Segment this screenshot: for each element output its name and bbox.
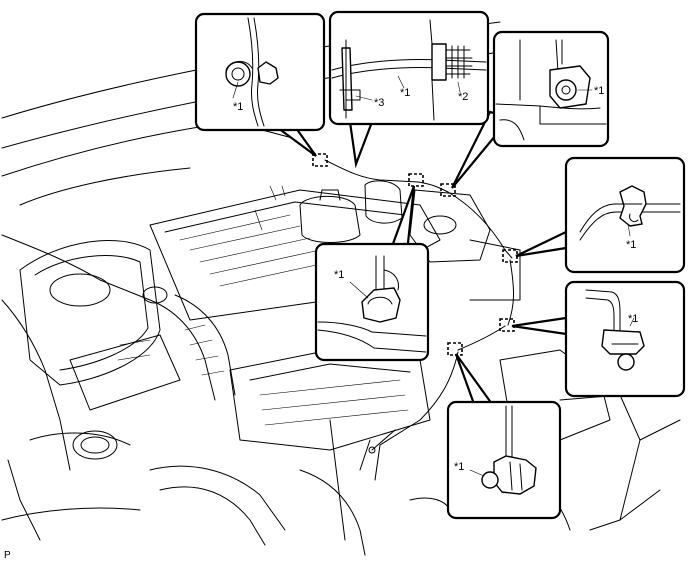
callout-middle-right: *1	[564, 156, 686, 274]
bracket-icon	[341, 47, 353, 111]
clip-ring-icon	[481, 471, 499, 489]
label-star-1: *1	[400, 87, 410, 99]
location-mark	[447, 342, 463, 356]
label-star-1: *1	[628, 313, 638, 325]
callout-center: *1	[314, 242, 430, 362]
clip-ring-icon	[617, 353, 635, 371]
clip-ring-icon	[555, 79, 577, 101]
callout-top-right: *1	[492, 30, 610, 148]
callout-bottom: *1	[446, 400, 562, 520]
location-mark	[312, 153, 328, 167]
callout-top-center: *1 *2 *3	[328, 10, 490, 126]
connector-bottom	[454, 353, 495, 406]
callout-top-left: *1	[194, 12, 326, 132]
location-mark	[440, 183, 456, 197]
clamp-icon	[257, 61, 279, 85]
clip-icon	[361, 287, 401, 323]
connector-lower-right	[511, 316, 568, 336]
label-star-1: *1	[454, 461, 464, 473]
grommet-icon	[431, 43, 473, 81]
callout-lower-right: *1	[564, 280, 686, 398]
connector-top-center	[348, 120, 374, 169]
label-star-3: *3	[374, 97, 384, 109]
figure-code: P	[4, 550, 11, 561]
label-star-2: *2	[458, 91, 468, 103]
connector-top-left	[274, 126, 317, 157]
label-star-1: *1	[233, 101, 243, 113]
clip-icon	[619, 185, 647, 227]
label-star-1: *1	[594, 85, 604, 97]
label-star-1: *1	[334, 269, 344, 281]
label-star-1: *1	[626, 239, 636, 251]
location-mark	[408, 173, 424, 187]
connector-middle-right	[515, 230, 568, 258]
clip-icon	[601, 329, 645, 355]
